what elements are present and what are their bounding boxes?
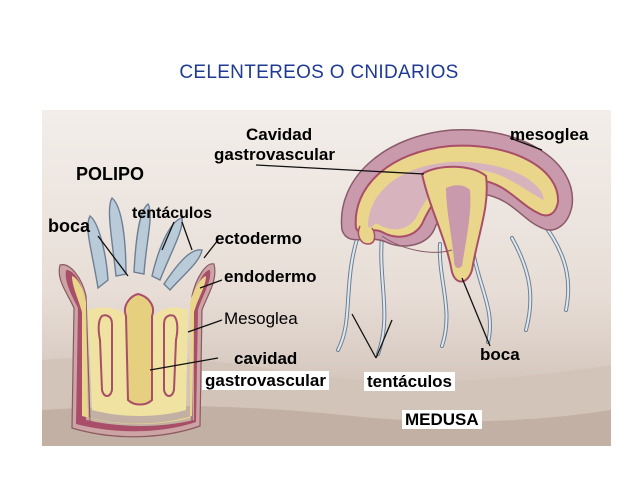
label-mesoglea-polipo: Mesoglea [224,310,298,327]
polyp-mouth-column [125,294,153,405]
label-cavidad-bottom-1: cavidad [234,350,297,367]
label-tentaculos-polipo: tentáculos [132,206,212,222]
label-endodermo: endodermo [224,268,317,285]
label-polipo: POLIPO [76,165,144,183]
label-cavidad-top-2: gastrovascular [214,146,335,163]
label-medusa: MEDUSA [402,410,482,429]
label-cavidad-bottom-2: gastrovascular [202,371,329,390]
label-ectodermo: ectodermo [215,230,302,247]
label-boca-medusa: boca [480,346,520,363]
label-mesoglea-medusa: mesoglea [510,126,588,143]
cnidaria-figure: POLIPO boca tentáculos ectodermo endoder… [42,110,611,446]
label-boca-polipo: boca [48,217,90,235]
slide-title: CELENTEREOS O CNIDARIOS [0,62,638,84]
label-tentaculos-medusa: tentáculos [364,372,455,391]
label-cavidad-top-1: Cavidad [246,126,312,143]
